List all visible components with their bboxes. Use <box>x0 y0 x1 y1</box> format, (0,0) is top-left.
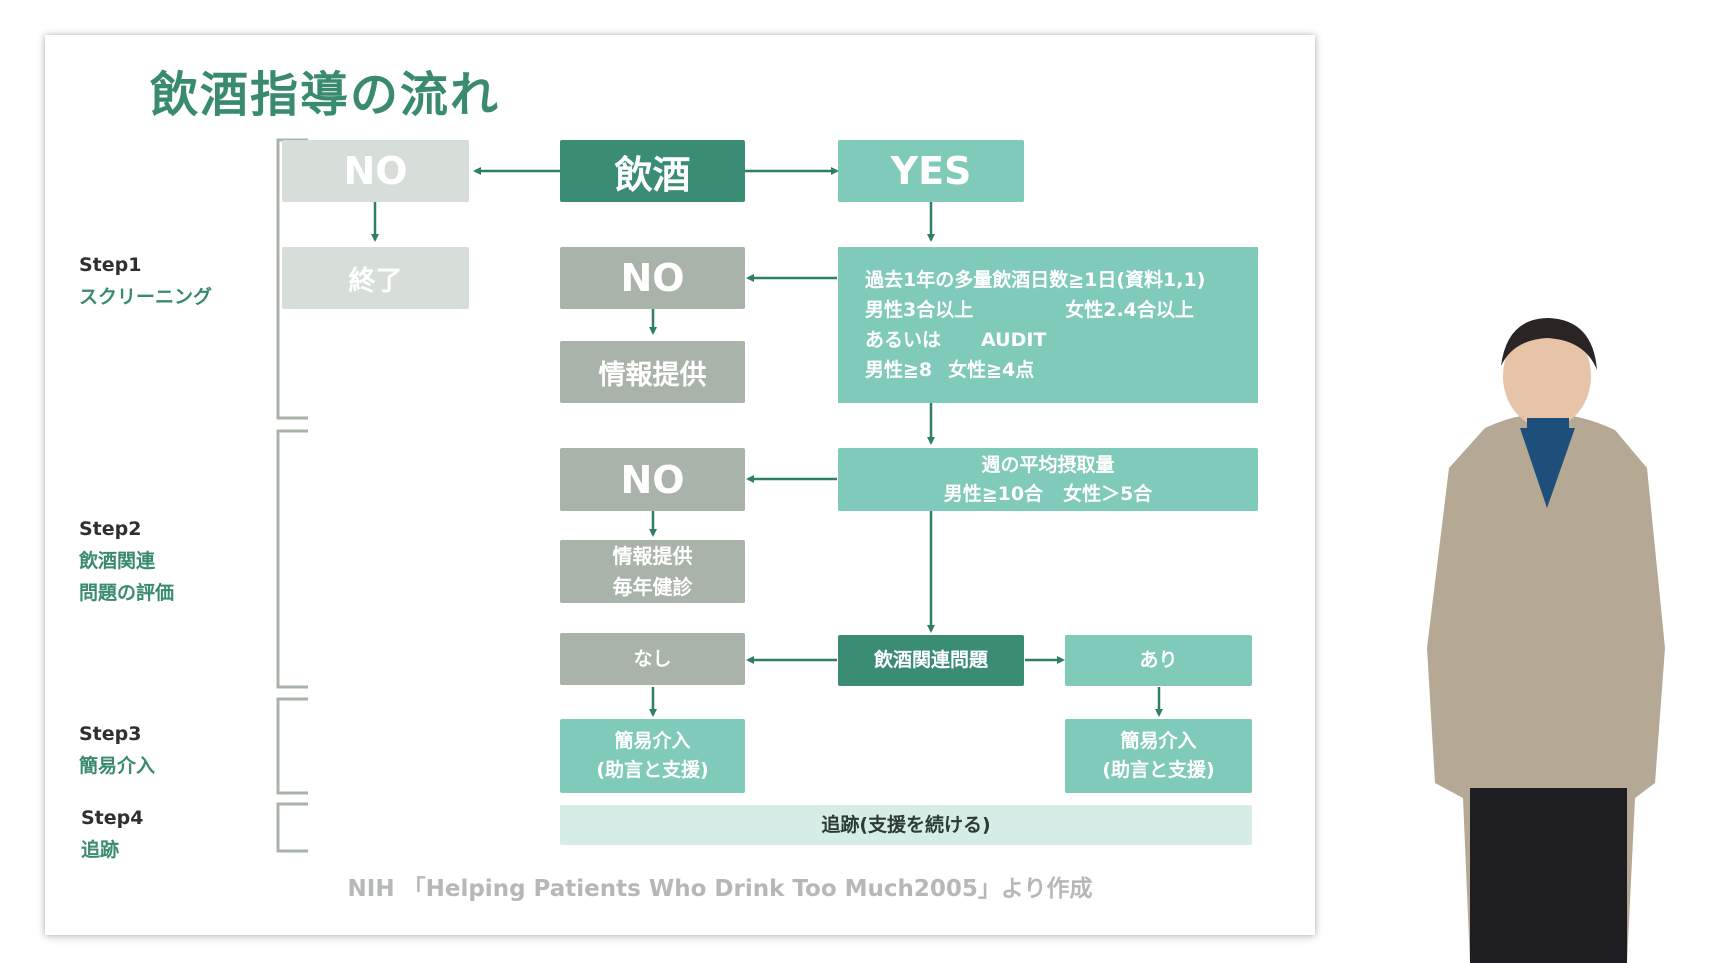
criteria-male-3go: 男性3合以上 <box>865 299 974 321</box>
step4-bracket <box>276 802 308 853</box>
info-checkup-line2: 毎年健診 <box>612 574 693 599</box>
problem-present-box: あり <box>1065 635 1252 686</box>
drinking-problem-box: 飲酒関連問題 <box>838 635 1024 686</box>
slide-title: 飲酒指導の流れ <box>150 67 501 123</box>
brief-intervention-left-box: 簡易介入 (助言と支援) <box>560 719 745 793</box>
criteria-line-1: 過去1年の多量飲酒日数≧1日(資料1,1) <box>865 269 1206 291</box>
brief-left-line1: 簡易介入 <box>614 730 691 752</box>
brief-left-line2: (助言と支援) <box>596 759 709 781</box>
step3-bracket <box>276 697 308 795</box>
presenter-figure <box>1427 318 1665 963</box>
step4-name: Step4 <box>81 807 144 829</box>
step2-desc-line1: 飲酒関連 <box>79 550 156 572</box>
no-drinking-box: NO <box>282 140 469 202</box>
brief-right-line1: 簡易介入 <box>1120 730 1197 752</box>
step2-name: Step2 <box>79 518 142 540</box>
step4-desc: 追跡 <box>81 839 120 861</box>
source-citation: NIH 「Helping Patients Who Drink Too Much… <box>347 876 1093 902</box>
weekly-title: 週の平均摂取量 <box>981 453 1115 476</box>
criteria-female-2-4go: 女性2.4合以上 <box>1065 299 1194 321</box>
step2-desc-line2: 問題の評価 <box>79 582 175 604</box>
step1-desc: スクリーニング <box>79 286 213 308</box>
criteria-audit-female: 女性≧4点 <box>948 359 1035 381</box>
step3-desc: 簡易介入 <box>79 755 156 777</box>
weekly-thresholds: 男性≧10合女性＞5合 <box>944 480 1153 509</box>
end-box: 終了 <box>282 247 469 309</box>
no-weekly-box: NO <box>560 448 745 511</box>
info-checkup-box: 情報提供 毎年健診 <box>560 540 745 603</box>
criteria-line-2: 男性3合以上 女性2.4合以上 <box>865 295 1258 325</box>
slide: 飲酒指導の流れ <box>45 35 1315 935</box>
weekly-intake-box: 週の平均摂取量 男性≧10合女性＞5合 <box>838 448 1258 511</box>
screening-criteria-box: 過去1年の多量飲酒日数≧1日(資料1,1) 男性3合以上 女性2.4合以上 あるい… <box>838 247 1258 403</box>
criteria-line-4: 男性≧8 女性≧4点 <box>865 355 1258 385</box>
drinking-box: 飲酒 <box>560 140 745 202</box>
weekly-female: 女性＞5合 <box>1063 482 1153 505</box>
criteria-or: あるいは <box>865 329 942 351</box>
yes-drinking-box: YES <box>838 140 1024 202</box>
weekly-male: 男性≧10合 <box>943 482 1044 505</box>
info-provide-box: 情報提供 <box>560 341 745 403</box>
no-problem-box: なし <box>560 633 745 685</box>
no-screening-box: NO <box>560 247 745 309</box>
brief-intervention-right-box: 簡易介入 (助言と支援) <box>1065 719 1252 793</box>
flow-connectors <box>276 138 1163 853</box>
step1-label: Step1 スクリーニング <box>79 249 212 313</box>
step4-label: Step4 追跡 <box>81 802 143 866</box>
criteria-audit-male: 男性≧8 <box>865 359 933 381</box>
step1-name: Step1 <box>79 254 142 276</box>
info-checkup-line1: 情報提供 <box>612 543 693 568</box>
step2-label: Step2 飲酒関連 問題の評価 <box>79 513 174 609</box>
brief-right-line2: (助言と支援) <box>1102 759 1215 781</box>
criteria-line-3: あるいは AUDIT <box>865 325 1258 355</box>
criteria-audit: AUDIT <box>981 329 1047 351</box>
step2-bracket <box>276 429 308 689</box>
step3-label: Step3 簡易介入 <box>79 718 155 782</box>
step3-name: Step3 <box>79 723 142 745</box>
followup-box: 追跡(支援を続ける) <box>560 805 1252 845</box>
